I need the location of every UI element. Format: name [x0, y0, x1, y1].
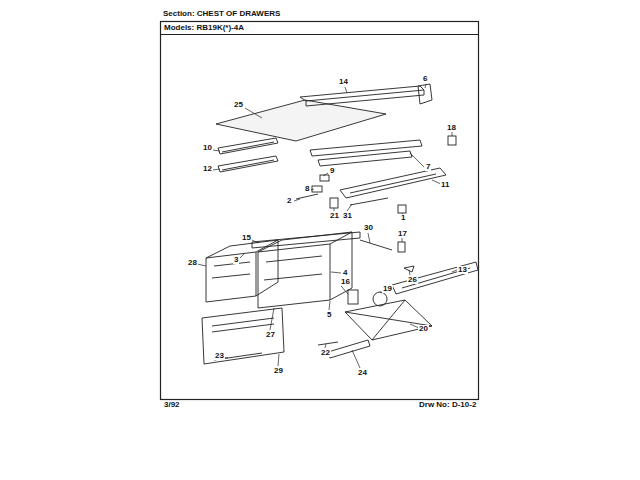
- callout-number: 27: [265, 331, 276, 339]
- frame-divider: [160, 34, 478, 35]
- callout-number: 30: [363, 224, 374, 232]
- callout-number: 16: [340, 278, 351, 286]
- footer-note: Drw No: D-10-2: [419, 401, 476, 409]
- drawer-slide: [328, 340, 370, 358]
- drawer-detail: [212, 262, 250, 278]
- callout-number: 13: [457, 266, 468, 274]
- clip: [398, 242, 405, 252]
- callout-number: 12: [202, 165, 213, 173]
- callout-number: 5: [326, 311, 332, 319]
- pin: [320, 175, 329, 181]
- rear-rail: [300, 86, 424, 101]
- drawer-top: [258, 232, 352, 252]
- side-support: [340, 168, 446, 198]
- drawer-front: [206, 252, 256, 302]
- callout-number: 9: [329, 167, 335, 175]
- callout-number: 23: [214, 352, 225, 360]
- rod: [350, 198, 388, 205]
- drawer-side: [256, 240, 278, 296]
- clip: [330, 198, 338, 208]
- side-rail: [392, 262, 478, 294]
- callout-number: 7: [425, 163, 431, 171]
- cover-frame: [345, 300, 432, 340]
- callout-number: 17: [397, 230, 408, 238]
- slide-rail: [318, 151, 412, 166]
- callout-number: 11: [440, 181, 450, 189]
- callout-number: 8: [304, 185, 310, 193]
- leader-lines: [197, 84, 457, 368]
- rod: [318, 342, 338, 345]
- callout-number: 3: [233, 256, 239, 264]
- rear-rail-face: [306, 90, 424, 106]
- footer-note: 3/92: [164, 401, 180, 409]
- callout-number: 6: [422, 75, 428, 83]
- callout-number: 2: [286, 197, 292, 205]
- drawer-cover: [202, 308, 284, 364]
- callout-number: 1: [400, 214, 406, 222]
- drawer-detail: [264, 256, 322, 280]
- callout-number: 31: [342, 212, 353, 220]
- callout-number: 14: [338, 78, 349, 86]
- callout-number: 4: [342, 269, 348, 277]
- front-rail: [310, 140, 422, 156]
- rod: [296, 194, 318, 199]
- pin: [312, 186, 322, 192]
- glass-shelf: [216, 100, 386, 141]
- model-label: Models: RB19K(*)-4A: [164, 24, 244, 32]
- callout-number: 28: [187, 259, 198, 267]
- gasket: [348, 290, 358, 304]
- drawer-top: [206, 240, 278, 258]
- section-title: Section: CHEST OF DRAWERS: [163, 10, 280, 18]
- callout-number: 15: [241, 234, 252, 242]
- callout-number: 18: [446, 124, 457, 132]
- drawer-front: [258, 244, 330, 308]
- rod: [360, 240, 392, 250]
- clip: [448, 136, 456, 145]
- callout-number: 22: [320, 349, 331, 357]
- callout-number: 25: [233, 101, 244, 109]
- left-rail: [218, 138, 278, 154]
- trim: [214, 353, 262, 360]
- callout-number: 10: [202, 144, 213, 152]
- callout-number: 29: [273, 367, 284, 375]
- callout-number: 20: [418, 325, 429, 333]
- callout-number: 19: [382, 285, 393, 293]
- callout-number: 21: [329, 212, 340, 220]
- cover-detail: [212, 318, 274, 332]
- callout-number: 26: [407, 276, 418, 284]
- left-rail: [218, 156, 278, 172]
- callout-number: 24: [357, 369, 368, 377]
- drawing-frame: [161, 22, 479, 400]
- bracket: [418, 84, 432, 104]
- clip: [398, 205, 406, 213]
